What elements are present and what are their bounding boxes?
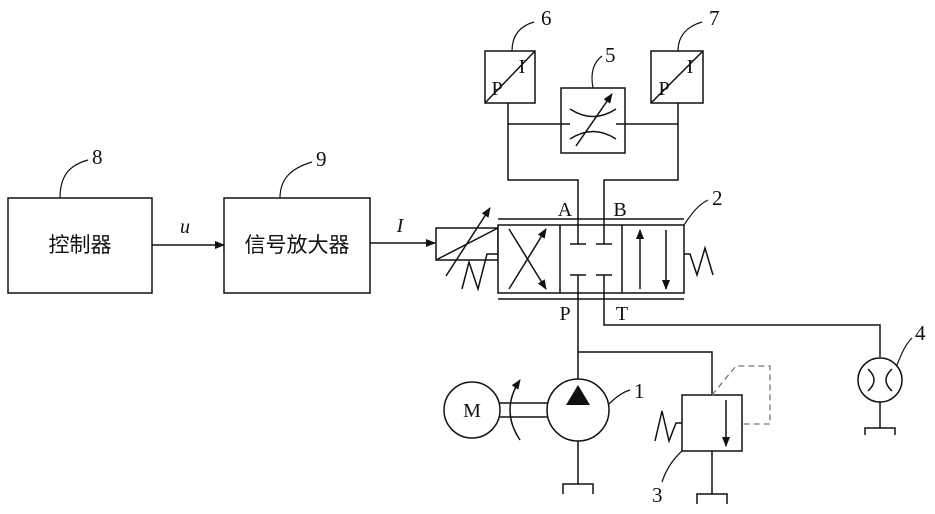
label-4: 4 (915, 321, 926, 345)
signal-i: I (370, 215, 435, 243)
label-9: 9 (316, 147, 327, 171)
relief-valve-3: 3 (652, 366, 770, 507)
amplifier-label: 信号放大器 (245, 233, 350, 257)
transducer-6-p: P (491, 78, 502, 100)
flow-meter-4: 4 (858, 321, 926, 435)
label-8: 8 (92, 145, 103, 169)
leader-4 (897, 338, 912, 365)
controller-label: 控制器 (49, 233, 112, 257)
pressure-transducer-6: P I 6 (485, 6, 552, 103)
transducer-7-i: I (687, 56, 694, 78)
port-a: A (558, 199, 573, 221)
leader-2 (684, 200, 708, 225)
proportional-solenoid (436, 208, 498, 289)
label-1: 1 (634, 379, 645, 403)
label-7: 7 (709, 6, 720, 30)
signal-i-label: I (396, 215, 405, 237)
leader-7 (678, 22, 702, 51)
amplifier-block: 信号放大器 9 (224, 147, 370, 293)
transducer-6-i: I (519, 56, 526, 78)
signal-u-label: u (180, 216, 190, 238)
electric-motor: M (444, 380, 547, 440)
port-p: P (559, 303, 570, 325)
leader-3 (662, 451, 682, 482)
leader-9 (280, 162, 312, 198)
pressure-transducer-7: P I 7 (651, 6, 720, 103)
label-2: 2 (712, 186, 723, 210)
motor-label: M (463, 400, 481, 422)
label-5: 5 (605, 43, 616, 67)
transducer-7-p: P (658, 78, 669, 100)
controller-block: 控制器 8 (8, 145, 152, 293)
leader-5 (592, 56, 602, 88)
signal-u: u (152, 216, 224, 245)
hydraulic-pump-1: 1 (547, 379, 645, 494)
leader-1 (609, 390, 630, 404)
label-3: 3 (652, 483, 663, 507)
throttle-valve-5: 5 (561, 43, 625, 153)
port-b: B (613, 199, 626, 221)
proportional-valve-2: A B P T 2 (498, 186, 723, 325)
leader-6 (512, 22, 534, 51)
label-6: 6 (541, 6, 552, 30)
leader-8 (60, 160, 88, 198)
port-t: T (616, 303, 628, 325)
